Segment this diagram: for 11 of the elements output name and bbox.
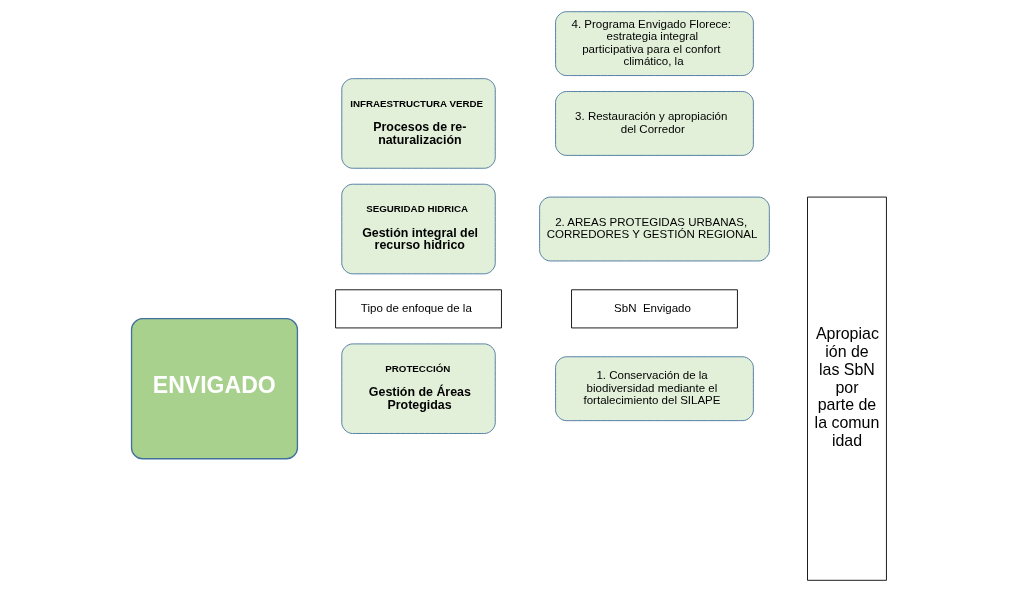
- node-box: SbN Envigado: [570, 289, 738, 329]
- node-box: 4. Programa Envigado Florece: estrategia integral participativa para el confort climático, la: [554, 11, 754, 76]
- node-box: 1. Conservación de la biodiversidad mediante el fortalecimiento del SILAPE: [554, 356, 754, 422]
- node-box: 2. AREAS PROTEGIDAS URBANAS, CORREDORES Y GESTIÓN REGIONAL: [538, 196, 770, 262]
- node-box: ENVIGADO: [130, 317, 298, 460]
- node-box: 3. Restauración y apropiación del Corredor: [554, 91, 754, 156]
- node-box: PROTECCIÓN Gestión de Áreas Protegidas: [340, 343, 496, 434]
- node-box: SEGURIDAD HIDRICA Gestión integral del recurso hidrico: [340, 183, 496, 275]
- node-box: INFRAESTRUCTURA VERDE Procesos de re-naturalización: [340, 78, 496, 169]
- node-box: Tipo de enfoque de la: [334, 289, 502, 329]
- node-box: Apropiación de las SbN por parte de la comunidad: [806, 196, 887, 581]
